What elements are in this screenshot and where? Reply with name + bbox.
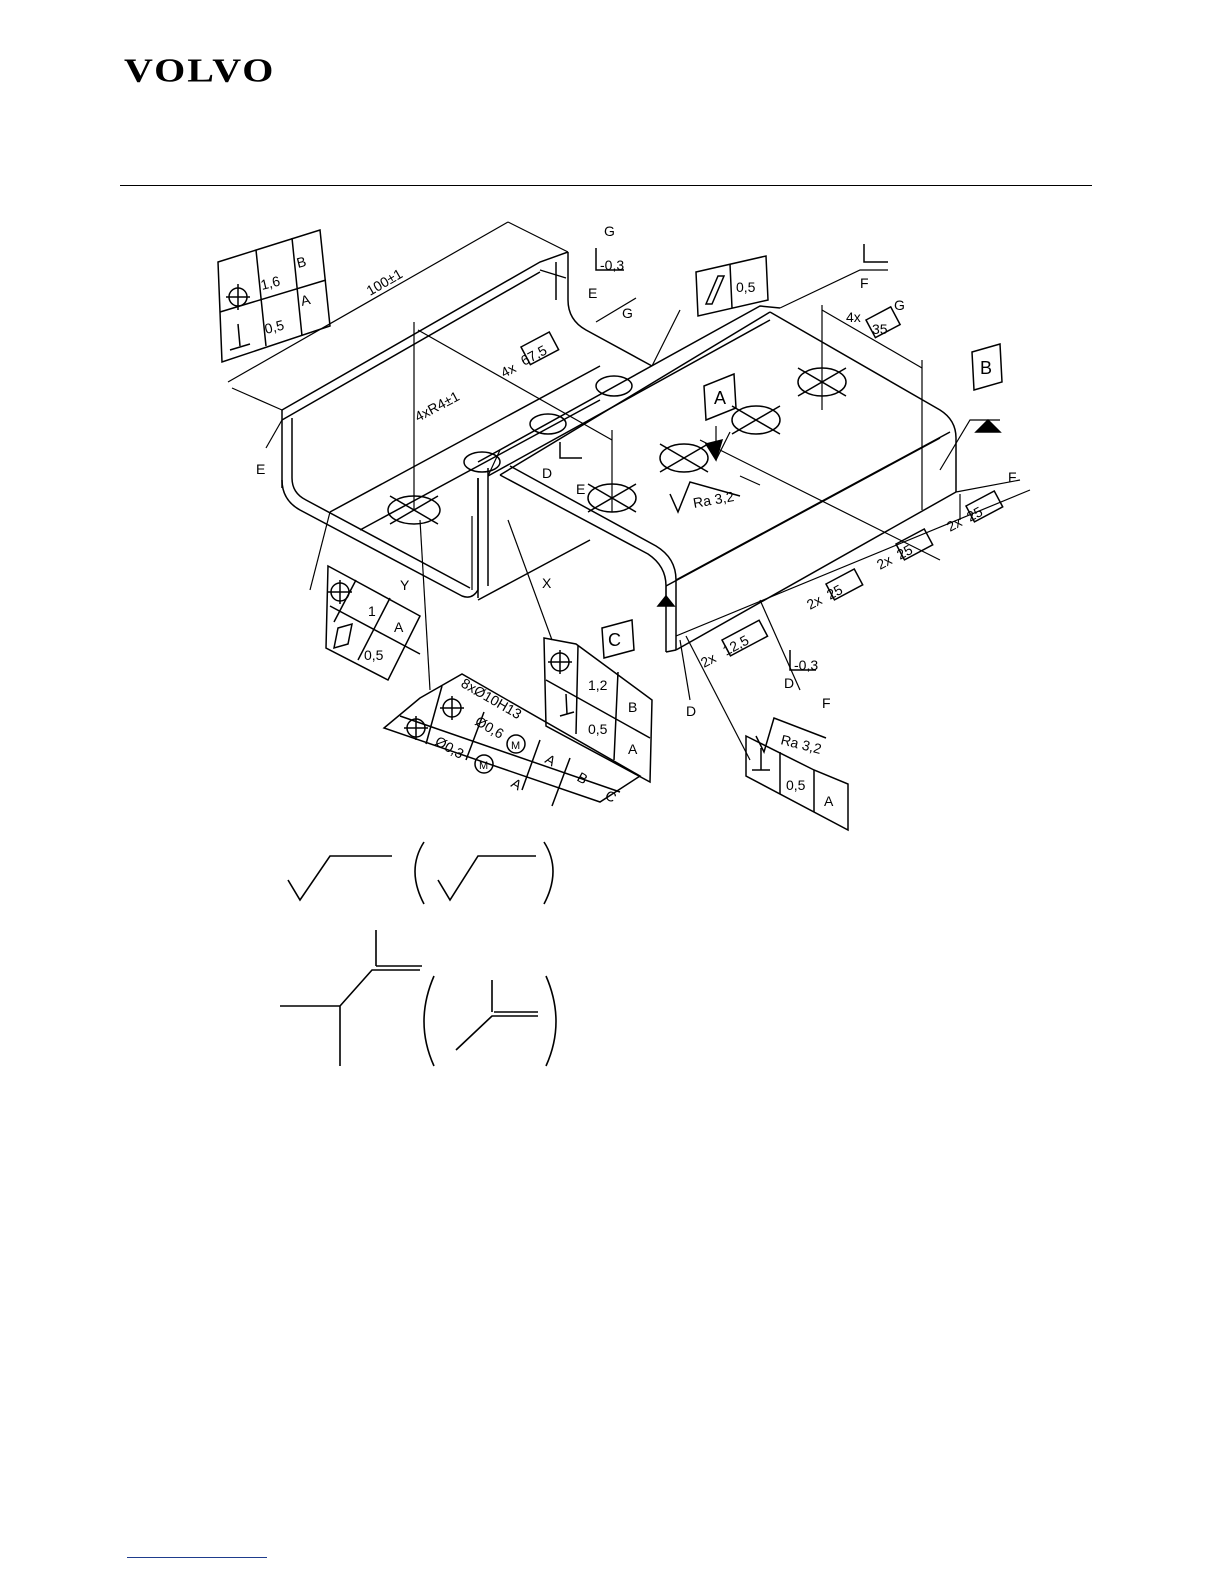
- label-d: D: [686, 703, 696, 719]
- label-x: X: [542, 575, 552, 591]
- flat-bottom-value: -0,3: [794, 657, 818, 673]
- flat-top-ref2: G: [622, 305, 633, 321]
- flat-top-ref1: E: [588, 285, 597, 301]
- footer-link-line: [127, 1557, 267, 1558]
- dim-12-prefix: 2x: [698, 650, 719, 671]
- fcf-tl-d1: B: [295, 253, 308, 271]
- holes-r2-datum2: B: [575, 769, 591, 788]
- holes-r1-value: Ø0,6: [473, 713, 507, 742]
- flat-bottom-ref1: D: [784, 675, 794, 691]
- holes: [388, 368, 846, 524]
- dim-25a-prefix: 2x: [804, 592, 825, 613]
- dimension-lines: [228, 222, 1030, 760]
- dim-25b-prefix: 2x: [874, 552, 895, 573]
- drawing-labels: 1,6 B 0,5 A 100±1 G -0,3 E G F G 0,5 4x …: [256, 223, 1017, 809]
- datum-b-label: B: [980, 358, 992, 378]
- radius-label: 4xR4±1: [412, 388, 462, 425]
- fcf-bottom-datum: A: [824, 793, 834, 809]
- dim-25c-prefix: 2x: [944, 514, 965, 535]
- flat-right-ref2: G: [894, 297, 905, 313]
- holes-spec: 8xØ10H13: [459, 675, 525, 722]
- dim-25a-value: 25: [824, 581, 845, 603]
- flat-top-value: -0,3: [600, 257, 624, 273]
- fcf-tl-v2: 0,5: [263, 317, 286, 337]
- datum-a-label: A: [714, 388, 726, 408]
- flatness-value: 0,5: [736, 279, 756, 295]
- dim-35-prefix: 4x: [846, 309, 861, 325]
- fcf-mid-d1: B: [628, 699, 637, 715]
- roughness-mid: Ra 3,2: [692, 488, 736, 511]
- fcf-left-v2: 0,5: [364, 647, 384, 663]
- fcf-mid-v1: 1,2: [588, 677, 608, 693]
- label-y: Y: [400, 577, 410, 593]
- dim-12-value: 12,5: [720, 632, 752, 659]
- holes-r2-mod: M: [479, 760, 488, 772]
- label-g: G: [604, 223, 615, 239]
- legend-symbols: [280, 842, 556, 1066]
- flat-mid-ref2: E: [576, 481, 585, 497]
- flat-mid-ref1: D: [542, 465, 552, 481]
- flat-bottom-ref2: F: [822, 695, 831, 711]
- fcf-left-v1: 1: [368, 603, 376, 619]
- holes-r2-datum1: A: [509, 775, 526, 794]
- label-e: E: [256, 461, 265, 477]
- fcf-bottom-value: 0,5: [786, 777, 806, 793]
- fcf-tl-v1: 1,6: [259, 273, 282, 293]
- fcf-tl-d2: A: [299, 291, 313, 309]
- flat-right-ref1: F: [860, 275, 869, 291]
- fcf-mid-d2: A: [628, 741, 638, 757]
- dim-length-label: 100±1: [364, 265, 406, 298]
- holes-r1-mod: M: [511, 740, 520, 752]
- holes-r2-datum3: C: [603, 787, 620, 806]
- dim-35-value: 35: [872, 321, 888, 337]
- label-f: F: [1008, 469, 1017, 485]
- fcf-mid-v2: 0,5: [588, 721, 608, 737]
- fcf-left-d1: A: [394, 619, 404, 635]
- dim-25c-value: 25: [964, 503, 985, 525]
- datum-c-label: C: [608, 630, 621, 650]
